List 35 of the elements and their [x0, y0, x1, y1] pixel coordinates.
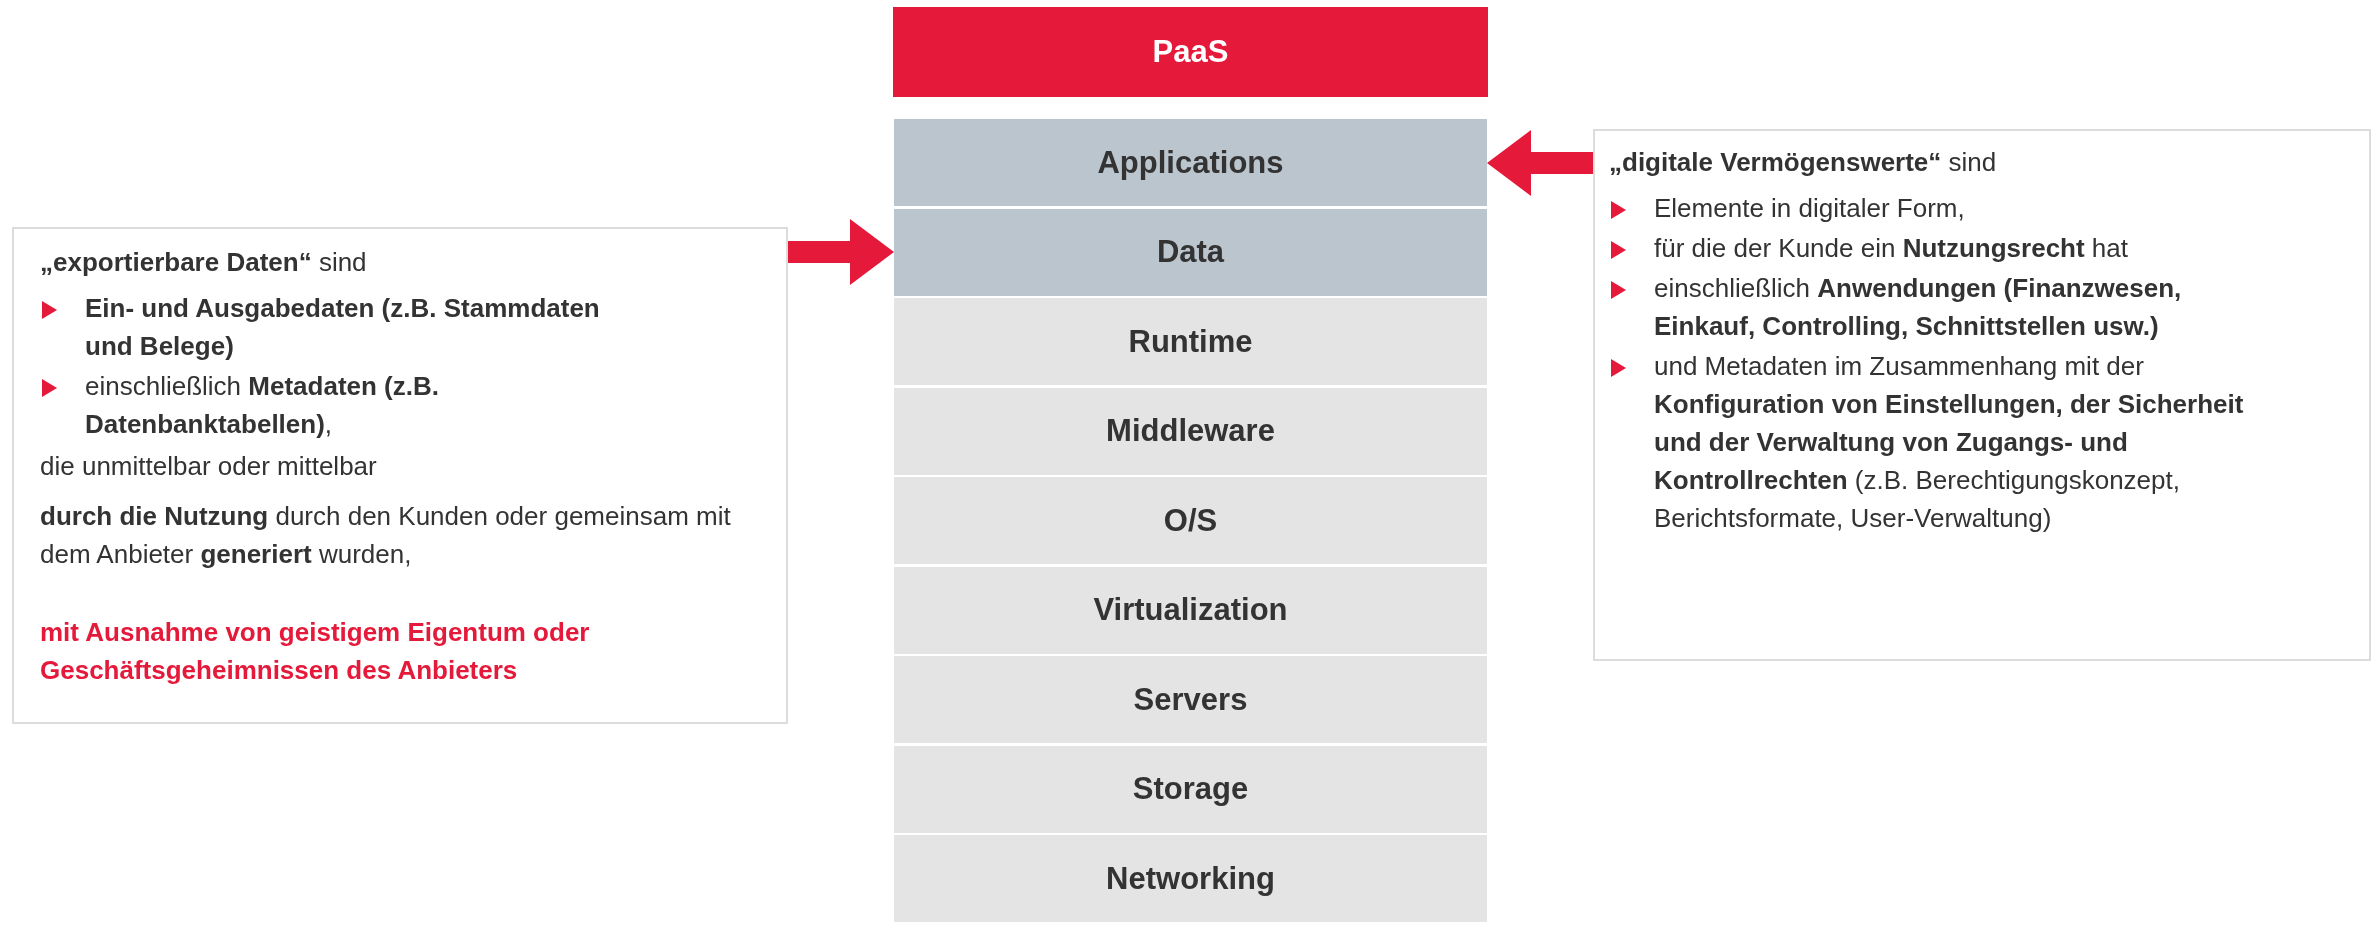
list-item-text: für die der Kunde ein Nutzungsrecht hat	[1654, 232, 2128, 265]
layer-band	[894, 208, 1487, 296]
layer-label: PaaS	[1152, 34, 1229, 70]
layer-label: Applications	[1097, 144, 1284, 181]
box-heading: „digitale Vermögenswerte“ sind	[1609, 146, 1998, 179]
layer-label: Networking	[1106, 860, 1275, 897]
definition-box	[1593, 129, 2371, 661]
layer-band	[894, 656, 1487, 743]
layer-band	[894, 835, 1487, 922]
layer-band	[894, 566, 1487, 654]
layer-band	[894, 477, 1487, 564]
layer-label: Storage	[1132, 771, 1249, 807]
layer-label: Virtualization	[1093, 592, 1288, 628]
layer-label: Runtime	[1128, 323, 1253, 360]
body-text: durch die Nutzung durch den Kunden oder gemeinsam mit dem Anbieter generiert wurden,	[40, 500, 732, 571]
layer-label: O/S	[1163, 502, 1218, 539]
list-item-text: Elemente in digitaler Form,	[1654, 192, 1965, 225]
header-bar	[893, 7, 1488, 97]
layer-label: Servers	[1133, 681, 1248, 718]
note-text: mit Ausnahme von geistigem Eigentum oder Geschäftsgeheimnissen des Anbieters	[40, 616, 591, 687]
layer-band	[894, 119, 1487, 206]
layer-label: Middleware	[1106, 413, 1275, 449]
layer-band	[894, 298, 1487, 385]
list-item-text: Ein- und Ausgabedaten (z.B. Stammdaten und Belege)	[85, 292, 601, 363]
body-text: die unmittelbar oder mittelbar	[40, 450, 378, 483]
list-item-text: einschließlich Anwendungen (Finanzwesen, Einkauf, Controlling, Schnittstellen usw.)	[1654, 272, 2183, 343]
layer-label: Data	[1156, 234, 1225, 270]
box-heading: „exportierbare Daten“ sind	[40, 246, 368, 279]
layer-band	[894, 745, 1487, 833]
list-item-text: und Metadaten im Zusammenhang mit der Konfiguration von Einstellungen, der Sicherheit und der Verwaltung von Zugangs- und Kontrollrechten (z.B. Berechtigungskonzept, Berichtsformate, User-Verwaltung)	[1654, 350, 2245, 535]
list-item-text: einschließlich Metadaten (z.B. Datenbanktabellen),	[85, 370, 440, 441]
layer-band	[894, 387, 1487, 475]
definition-box	[12, 227, 788, 724]
arrow	[788, 219, 894, 285]
arrow	[1487, 130, 1593, 196]
